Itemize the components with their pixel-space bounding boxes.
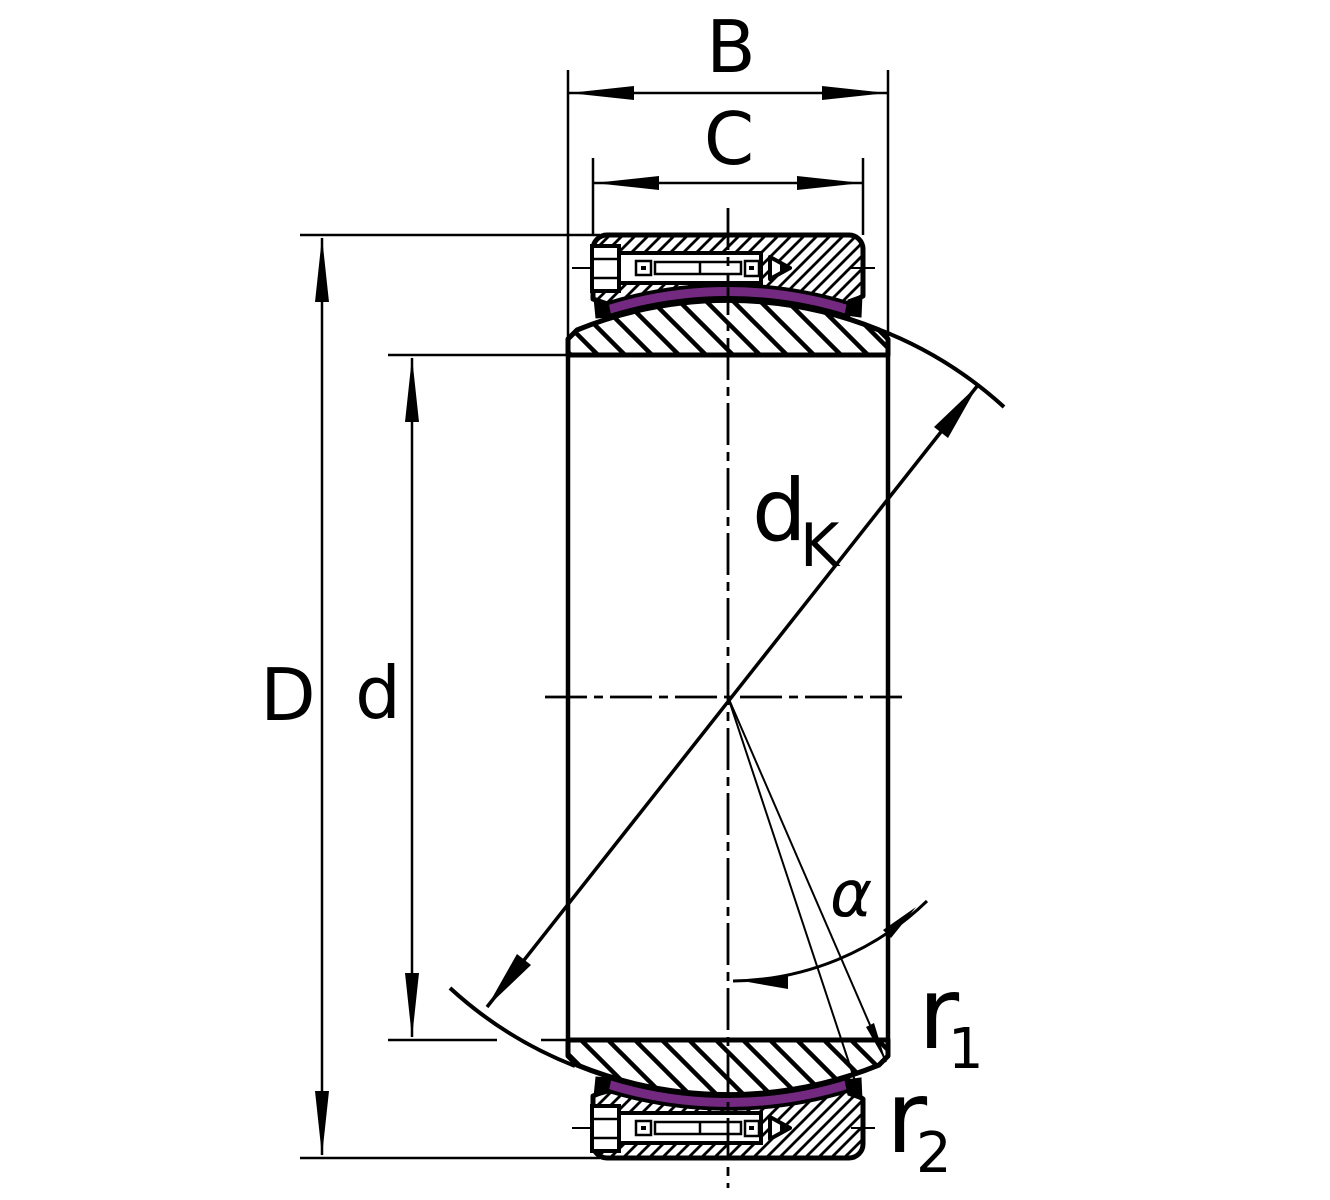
alpha-arc-arrow-left	[748, 975, 788, 989]
alpha-ray-1	[727, 696, 859, 1091]
tilt-angle-construction: α	[727, 696, 929, 1091]
d-outer-label: D	[260, 653, 315, 737]
seal-bottom-left	[593, 1076, 612, 1098]
alpha-label: α	[830, 858, 872, 932]
dimension-d: d	[355, 353, 566, 1042]
sphere-arc-top-right	[874, 326, 1006, 409]
r2-label-subscript: 2	[916, 1121, 952, 1186]
sphere-arc-bottom-left	[448, 986, 576, 1068]
c-arrow-left	[594, 176, 659, 190]
seal-bottom-right	[844, 1077, 863, 1101]
r1-label-subscript: 1	[948, 1017, 984, 1082]
r2-label: r	[886, 1059, 928, 1176]
d-outer-arrow-bottom	[315, 1091, 329, 1156]
dimension-B: B	[566, 5, 890, 338]
r1-label: r	[918, 955, 960, 1072]
d-bore-arrow-bottom	[405, 973, 419, 1038]
dk-label-subscript: K	[800, 511, 841, 581]
alpha-arc-arrow-right	[883, 907, 916, 938]
d-bore-label: d	[355, 651, 401, 735]
b-arrow-left	[569, 86, 634, 100]
dimension-C: C	[591, 97, 865, 235]
chamfer-labels: r 1 r 2	[886, 955, 984, 1186]
d-bore-arrow-top	[405, 357, 419, 422]
d-outer-arrow-top	[315, 237, 329, 302]
dk-arrow-top	[934, 385, 978, 438]
dk-arrow-bottom	[487, 954, 531, 1007]
alpha-ray-arrow	[866, 1023, 886, 1062]
dk-dimension-line	[485, 383, 980, 1009]
lubrication-fitting-top	[572, 244, 875, 293]
b-label: B	[706, 5, 755, 89]
c-arrow-right	[797, 176, 862, 190]
alpha-ray-2	[727, 696, 887, 1063]
dk-label: d	[752, 461, 807, 561]
b-arrow-right	[822, 86, 887, 100]
alpha-angle-arc	[732, 899, 929, 983]
dimension-D: D	[260, 233, 600, 1160]
seal-top-left	[593, 297, 612, 319]
sphere-diameter-construction: d K	[448, 326, 1006, 1068]
seal-top-right	[844, 294, 863, 318]
c-label: C	[704, 97, 754, 181]
